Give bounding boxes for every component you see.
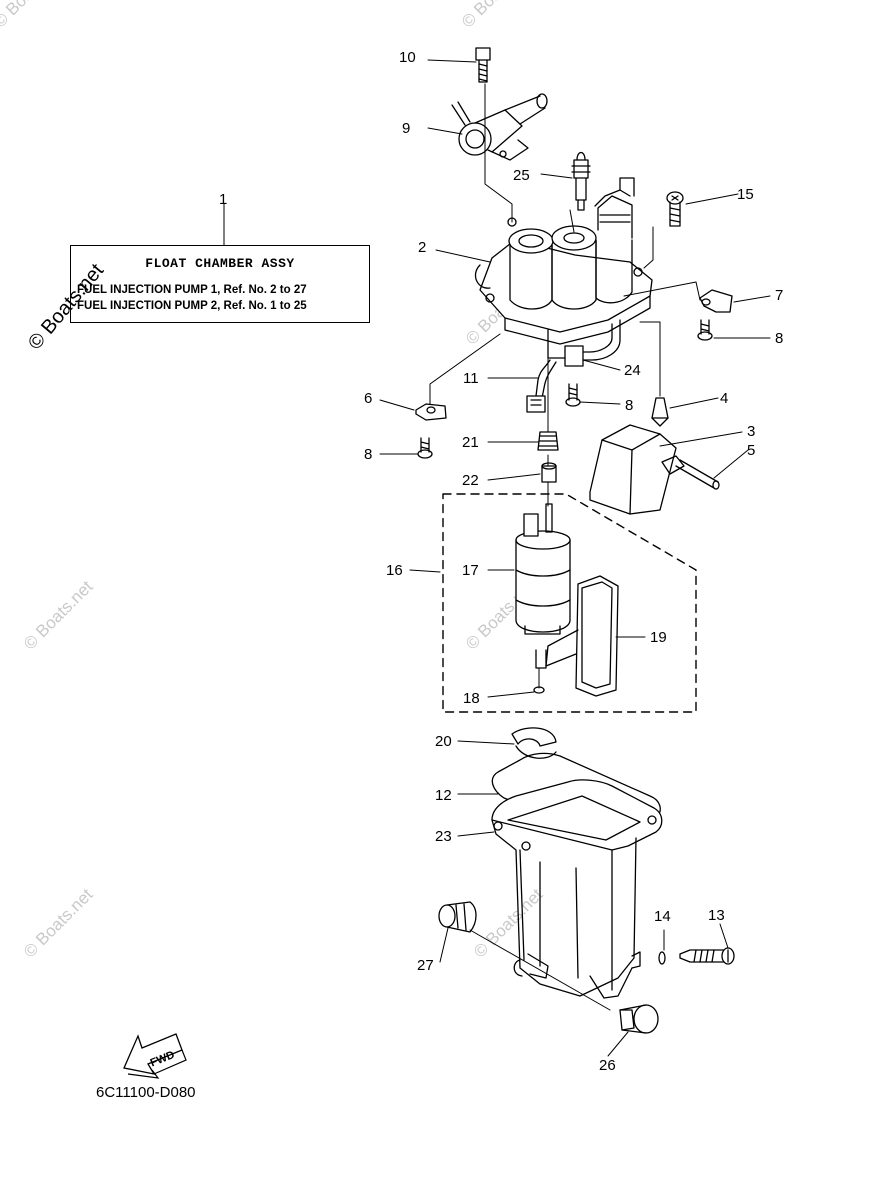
callout-3: 3 (747, 423, 755, 440)
callout-13: 13 (708, 907, 725, 924)
callout-19: 19 (650, 629, 667, 646)
part-25-sensor (571, 151, 591, 211)
part-21-grommet (537, 431, 559, 451)
part-23-lower-chamber (491, 779, 663, 999)
part-24-hose (547, 329, 584, 367)
callout-11: 11 (463, 370, 479, 387)
part-4-needle-valve (651, 397, 669, 427)
callout-6: 6 (364, 390, 372, 407)
callout-15: 15 (737, 186, 754, 203)
callout-16: 16 (386, 562, 403, 579)
part-13-screw (679, 947, 735, 965)
callout-9: 9 (402, 120, 410, 137)
callout-20: 20 (435, 733, 452, 750)
legend-line-1: FUEL INJECTION PUMP 1, Ref. No. 2 to 27 (77, 284, 307, 296)
legend-title: FLOAT CHAMBER ASSY (145, 256, 295, 271)
part-8-bolt-left (417, 437, 433, 459)
part-3-float (589, 424, 685, 515)
leader-lines (223, 59, 771, 1057)
part-19-filter (545, 575, 619, 697)
legend-box: FLOAT CHAMBER ASSY FUEL INJECTION PUMP 1… (70, 245, 370, 323)
callout-12: 12 (435, 787, 452, 804)
callout-7: 7 (775, 287, 783, 304)
callout-5: 5 (747, 442, 755, 459)
part-8-bolt-center (565, 383, 581, 407)
part-15-screw (666, 191, 684, 227)
callout-18: 18 (463, 690, 480, 707)
callout-1: 1 (219, 191, 227, 208)
callout-14: 14 (654, 908, 671, 925)
part-16-pump-assy-boundary (442, 493, 697, 713)
callout-8-left: 8 (364, 446, 372, 463)
callout-8-center: 8 (625, 397, 633, 414)
part-14-o-ring (658, 951, 666, 965)
callout-26: 26 (599, 1057, 616, 1074)
callout-10: 10 (399, 49, 416, 66)
part-11-wire-harness (526, 359, 557, 413)
callout-22: 22 (462, 472, 479, 489)
part-7-bracket (699, 289, 733, 313)
callout-numbers: 1 2 3 4 5 6 7 8 8 8 9 10 11 12 13 14 15 … (219, 49, 783, 1074)
part-8-bolt-right (697, 319, 713, 341)
callout-8-right: 8 (775, 330, 783, 347)
part-9-pressure-regulator (451, 93, 548, 161)
part-5-float-pin (675, 459, 720, 490)
callout-24: 24 (624, 362, 641, 379)
callout-4: 4 (720, 390, 728, 407)
callout-21: 21 (462, 434, 479, 451)
callout-23: 23 (435, 828, 452, 845)
part-17-fuel-pump (515, 503, 571, 669)
part-2-upper-chamber (474, 177, 653, 361)
part-6-plate (415, 403, 447, 421)
diagram-code: 6C11100-D080 (96, 1084, 196, 1101)
callout-17: 17 (462, 562, 479, 579)
part-22-collar (541, 462, 557, 483)
legend-line-2: FUEL INJECTION PUMP 2, Ref. No. 1 to 25 (77, 300, 307, 312)
part-27-plug (438, 901, 477, 933)
callout-2: 2 (418, 239, 426, 256)
callout-27: 27 (417, 957, 434, 974)
part-10-bolt (475, 47, 491, 83)
part-26-drain-plug (619, 1004, 659, 1034)
callout-25: 25 (513, 167, 530, 184)
fwd-arrow-icon: FWD (123, 1033, 187, 1079)
